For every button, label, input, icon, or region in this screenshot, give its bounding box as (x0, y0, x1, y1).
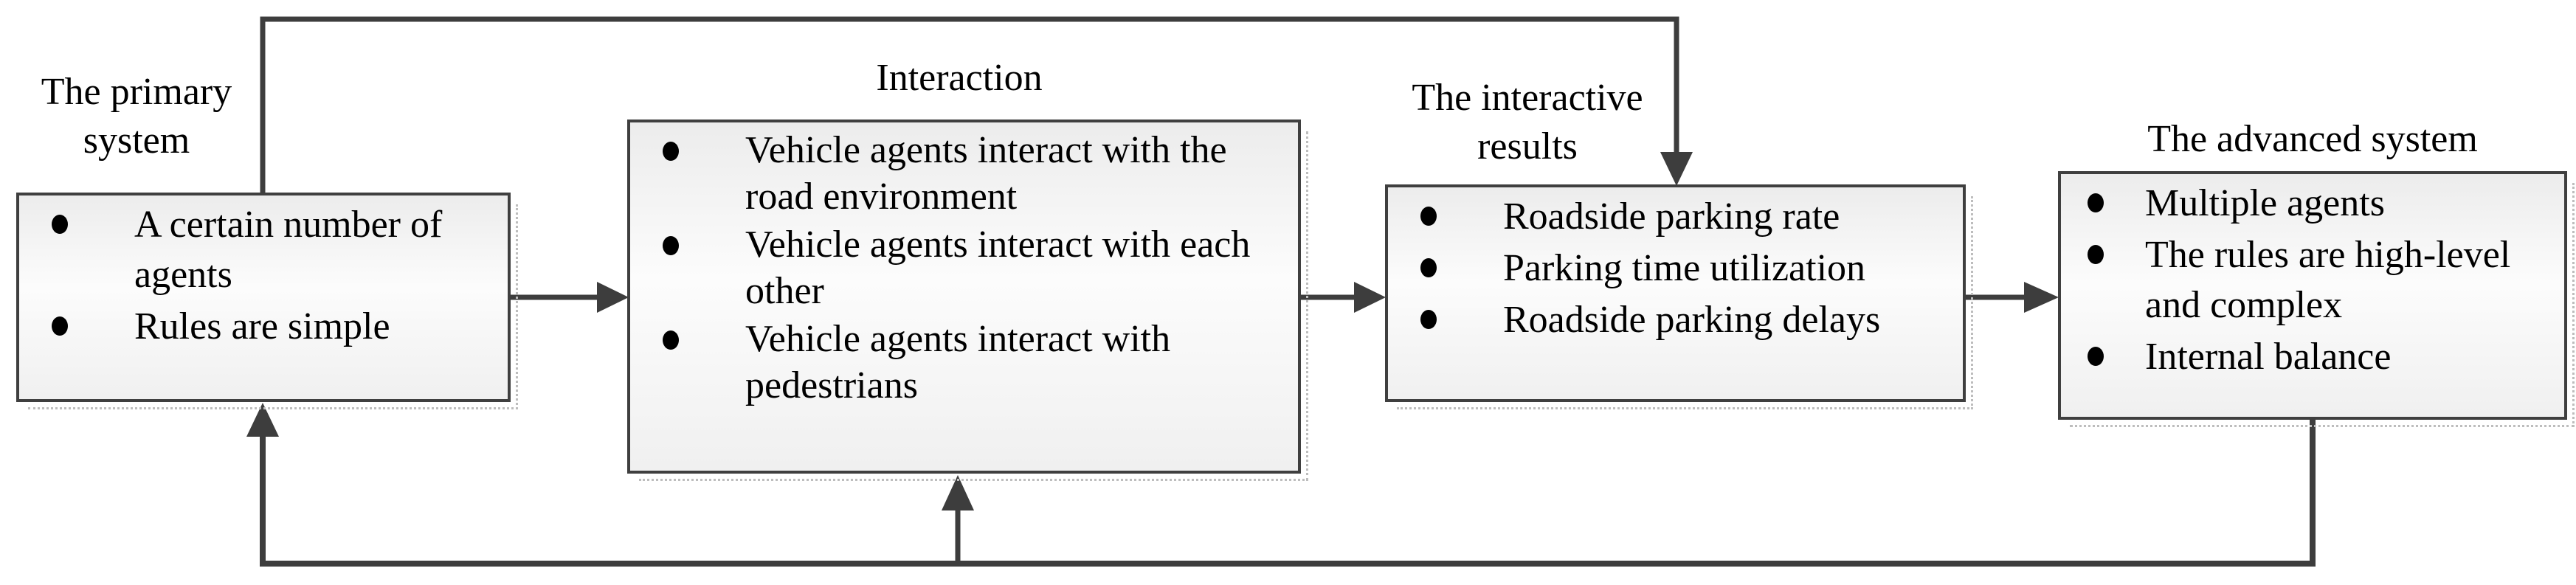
arrowhead-up-into-interaction (942, 475, 974, 510)
box-title-advanced-system: The advanced system (2147, 118, 2478, 160)
bullet-item: Parking time utilization (1388, 243, 1954, 294)
arrowhead-up-into-primary-system (246, 403, 279, 437)
arrowhead-down-into-interactive-results (1660, 152, 1693, 186)
bullet-dot (52, 316, 68, 336)
bullet-text: A certain number of agents (134, 204, 443, 296)
bullet-item: Vehicle agents interact with the road en… (630, 127, 1289, 220)
bullet-item: The rules are high-level and complex (2061, 230, 2555, 330)
bullet-item: Rules are simple (19, 302, 499, 352)
bullet-text: Vehicle agents interact with pedestrians (745, 318, 1171, 406)
bullet-dot (2088, 347, 2104, 366)
bullet-item: Vehicle agents interact with pedestrians (630, 316, 1289, 409)
box-interactive-results: Roadside parking rate Parking time utili… (1385, 184, 1973, 409)
bullet-list: Vehicle agents interact with the road en… (630, 122, 1298, 409)
bullet-item: Vehicle agents interact with each other (630, 221, 1289, 314)
box-primary-system: A certain number of agents Rules are sim… (16, 193, 518, 409)
box-title-interaction: Interaction (876, 57, 1043, 99)
box-title-primary-system: The primary system (41, 71, 232, 162)
arrowhead-into-interactive-results (1354, 282, 1386, 313)
bullet-text: Roadside parking delays (1503, 299, 1881, 341)
bullet-dot (663, 330, 679, 350)
bullet-dot (2088, 193, 2104, 212)
bullet-list: Roadside parking rate Parking time utili… (1388, 187, 1963, 345)
bullet-item: A certain number of agents (19, 200, 499, 300)
bullet-dot (663, 236, 679, 255)
bullet-text: Roadside parking rate (1503, 195, 1840, 238)
bullet-dot (1420, 310, 1437, 329)
bullet-dot (1420, 207, 1437, 226)
bullet-text: Vehicle agents interact with the road en… (745, 129, 1227, 218)
bullet-list: A certain number of agents Rules are sim… (19, 195, 508, 352)
bullet-dot (663, 142, 679, 161)
box-title-interactive-results: The interactive results (1412, 77, 1643, 167)
bullet-item: Multiple agents (2061, 179, 2555, 229)
bullet-text: Parking time utilization (1503, 247, 1866, 289)
arrowhead-into-advanced-system (2024, 282, 2059, 313)
box-advanced-system: Multiple agents The rules are high-level… (2058, 171, 2575, 427)
arrowhead-into-interaction (597, 282, 629, 313)
bullet-item: Internal balance (2061, 332, 2555, 382)
bullet-text: Vehicle agents interact with each other (745, 224, 1251, 312)
connector-top-feedback-line (260, 16, 1679, 193)
bullet-dot (52, 215, 68, 234)
bullet-dot (2088, 245, 2104, 264)
bullet-item: Roadside parking rate (1388, 192, 1954, 242)
bullet-text: Rules are simple (134, 305, 390, 347)
connector-bottom-feedback-line (260, 420, 2316, 567)
bullet-item: Roadside parking delays (1388, 295, 1954, 345)
bullet-list: Multiple agents The rules are high-level… (2061, 174, 2564, 382)
bullet-text: The rules are high-level and complex (2145, 234, 2511, 326)
bullet-text: Multiple agents (2145, 182, 2385, 224)
box-interaction: Vehicle agents interact with the road en… (627, 120, 1308, 481)
bullet-dot (1420, 258, 1437, 277)
bullet-text: Internal balance (2145, 336, 2392, 378)
